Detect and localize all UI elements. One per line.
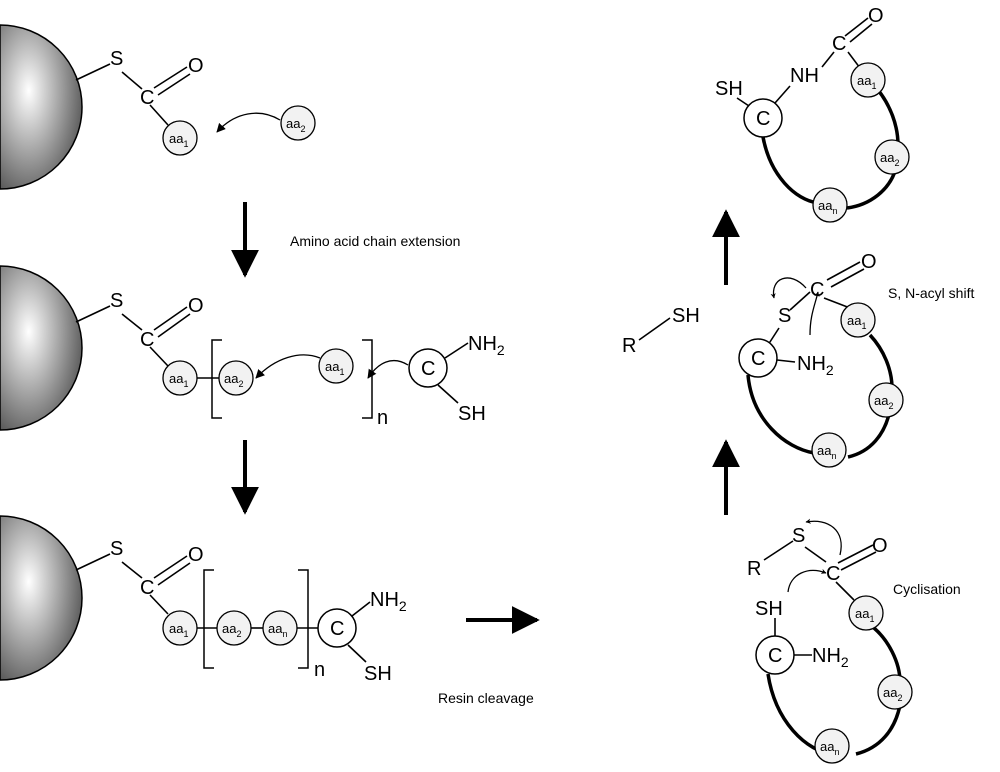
svg-text:SH: SH (458, 403, 486, 425)
caption-cyclisation: Cyclisation (893, 581, 961, 597)
svg-text:S: S (110, 290, 123, 312)
cysteine-center (408, 348, 448, 388)
coupling-arrow-3 (367, 360, 409, 379)
step-1-resin-aa1: S O C aa1 aa2 (0, 24, 316, 190)
svg-text:aan: aan (818, 198, 837, 216)
svg-text:C: C (756, 108, 770, 130)
step-2-chain-extension: S O C aa1 aa2 aa1 n C NH2 SH (0, 265, 505, 431)
svg-text:NH2: NH2 (812, 645, 849, 670)
svg-text:aa1: aa1 (169, 131, 188, 149)
svg-text:R: R (747, 558, 761, 580)
svg-text:aa1: aa1 (857, 73, 876, 91)
coupling-arrow-1 (216, 112, 281, 133)
svg-text:aa2: aa2 (286, 116, 305, 134)
svg-text:aan: aan (820, 739, 839, 757)
svg-text:aa2: aa2 (883, 685, 902, 703)
svg-text:C: C (768, 645, 782, 667)
svg-text:C: C (140, 577, 154, 599)
repeat-index: n (377, 407, 388, 429)
cyclisation-intermediate: R S O C Cyclisation SH C NH2 aa1 aa2 aan (747, 518, 961, 764)
svg-text:C: C (832, 33, 846, 55)
svg-text:SH: SH (672, 305, 700, 327)
svg-text:NH2: NH2 (468, 333, 505, 358)
svg-text:NH2: NH2 (370, 589, 407, 614)
svg-text:O: O (872, 535, 888, 557)
svg-text:n: n (314, 659, 325, 681)
carbon-label: C (140, 87, 154, 109)
svg-text:aa1: aa1 (325, 359, 344, 377)
acyl-shift-intermediate: S O C S, N-acyl shift C NH2 aa1 aa2 aan (738, 251, 974, 468)
svg-text:aa2: aa2 (224, 371, 243, 389)
svg-text:C: C (810, 279, 824, 301)
sulfur-label: S (110, 48, 123, 70)
svg-text:O: O (868, 5, 884, 27)
svg-text:aan: aan (817, 443, 836, 461)
svg-text:aa2: aa2 (222, 621, 241, 639)
svg-text:C: C (751, 348, 765, 370)
svg-text:O: O (861, 251, 877, 273)
resin-bead-1 (0, 24, 83, 190)
residue-aa2 (280, 105, 316, 141)
caption-cleavage: Resin cleavage (438, 690, 534, 706)
svg-text:SH: SH (715, 78, 743, 100)
svg-text:SH: SH (755, 598, 783, 620)
svg-text:R: R (622, 335, 636, 357)
svg-text:C: C (826, 563, 840, 585)
svg-text:C: C (421, 358, 435, 380)
svg-text:aa1: aa1 (855, 606, 874, 624)
svg-text:SH: SH (364, 663, 392, 685)
coupling-arrow-2 (255, 354, 321, 379)
svg-text:aa1: aa1 (847, 313, 866, 331)
residue-aa2 (218, 360, 254, 396)
svg-text:NH: NH (790, 65, 819, 87)
resin-bead-2 (0, 265, 83, 431)
svg-text:aa2: aa2 (880, 150, 899, 168)
resin-bead-3 (0, 515, 83, 681)
bracket-left (211, 339, 222, 419)
residue-aa1-incoming (318, 348, 354, 384)
svg-text:aa1: aa1 (169, 371, 188, 389)
oxygen-label: O (188, 55, 204, 77)
svg-text:S: S (110, 538, 123, 560)
step-3-full-chain: S O C aa1 aa2 aan n C NH2 SH (0, 515, 407, 685)
svg-text:aa1: aa1 (169, 621, 188, 639)
svg-text:aan: aan (268, 621, 287, 639)
svg-text:C: C (330, 618, 344, 640)
svg-text:S: S (792, 525, 805, 547)
svg-text:C: C (140, 329, 154, 351)
released-thiol: R SH (622, 305, 700, 357)
svg-text:NH2: NH2 (797, 353, 834, 378)
svg-text:aa2: aa2 (874, 393, 893, 411)
svg-text:O: O (188, 295, 204, 317)
residue-aa1 (162, 120, 198, 156)
caption-acyl-shift: S, N-acyl shift (888, 285, 974, 301)
svg-text:S: S (778, 305, 791, 327)
svg-text:O: O (188, 544, 204, 566)
caption-extension: Amino acid chain extension (290, 233, 460, 249)
cyclic-peptide-product: SH C NH C O aa1 aa2 aan (715, 5, 910, 223)
bracket-right (362, 339, 373, 419)
